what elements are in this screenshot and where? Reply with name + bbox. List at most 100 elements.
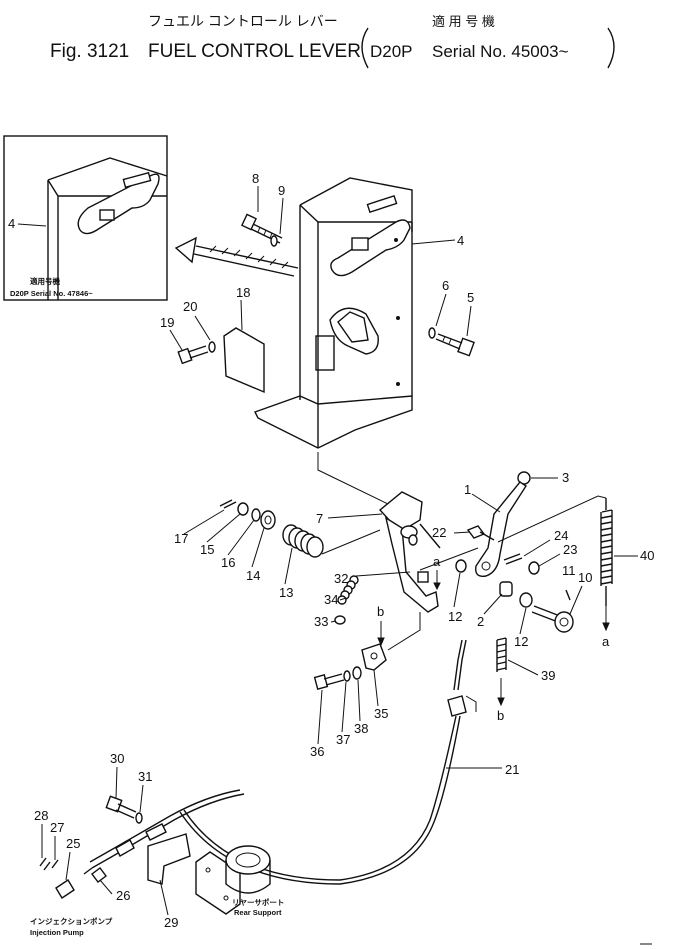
callout-16: 16 (221, 555, 235, 570)
page-title: FUEL CONTROL LEVER (148, 41, 361, 62)
pin-27 (51, 859, 59, 869)
link-32 (355, 571, 411, 577)
washer-20 (208, 341, 216, 353)
pin-28 (39, 857, 51, 871)
callout-22: 22 (432, 525, 446, 540)
callout-32: 32 (334, 571, 348, 586)
spring-39 (496, 637, 507, 672)
callout-19: 19 (160, 315, 174, 330)
header: フュエル コントロール レバー 適 用 号 機 Fig. 3121 FUEL C… (50, 13, 615, 69)
cotter-11 (565, 589, 571, 601)
injection-pump-jp: インジェクションポンプ (30, 916, 113, 926)
callout-11: 11 (562, 563, 576, 578)
pin-10 (531, 605, 574, 633)
model-label: D20P (370, 42, 413, 61)
callout-3: 3 (562, 470, 569, 485)
callout-31: 31 (138, 769, 152, 784)
inset-serial-note: D20P Serial No. 47846~ (10, 289, 93, 298)
callout-4-inset: 4 (8, 216, 15, 231)
fig-label: Fig. 3121 (50, 41, 129, 62)
callout-26: 26 (116, 888, 130, 903)
washer-16 (251, 508, 261, 522)
washer-37 (343, 670, 351, 682)
washer-9 (270, 235, 278, 247)
washer-14 (260, 510, 276, 530)
marker-b-top: b (377, 604, 384, 619)
callout-27: 27 (50, 820, 64, 835)
view-arrow (174, 236, 299, 277)
close-paren (607, 27, 615, 69)
callout-34: 34 (324, 592, 338, 607)
callout-1: 1 (464, 482, 471, 497)
callout-2: 2 (477, 614, 484, 629)
japanese-title: フュエル コントロール レバー (148, 13, 338, 29)
inset-box: 4 適用号機 D20P Serial No. 47846~ (3, 135, 168, 301)
washer-6 (428, 327, 436, 339)
callout-23: 23 (563, 542, 577, 557)
callout-20: 20 (183, 299, 197, 314)
callout-4: 4 (457, 233, 464, 248)
nut-15 (237, 502, 249, 516)
console-cover (254, 177, 413, 449)
lever-1 (475, 481, 527, 577)
inset-applicable-jp: 適用号機 (30, 276, 60, 286)
bracket-29 (147, 833, 191, 885)
callout-7: 7 (316, 511, 323, 526)
callout-39: 39 (541, 668, 555, 683)
open-paren (361, 27, 369, 69)
callout-33: 33 (314, 614, 328, 629)
callout-30: 30 (110, 751, 124, 766)
japanese-applicable: 適 用 号 機 (432, 14, 495, 29)
bolt-22 (466, 525, 486, 539)
marker-b-bottom: b (497, 708, 504, 723)
callout-40: 40 (640, 548, 654, 563)
injection-pump-label: Injection Pump (30, 928, 84, 937)
bolt-5 (435, 333, 475, 357)
console-leader (317, 452, 391, 506)
washer-12-lower (519, 592, 533, 608)
rear-support-label: Rear Support (234, 908, 282, 917)
callout-9: 9 (278, 183, 285, 198)
spring-13 (282, 524, 324, 558)
washer-31 (135, 812, 143, 824)
callout-12-upper: 12 (448, 609, 462, 624)
callout-17: 17 (174, 531, 188, 546)
cable-21 (179, 639, 477, 885)
nut-25 (55, 879, 75, 899)
callout-14: 14 (246, 568, 260, 583)
cable-end (83, 789, 245, 875)
callout-29: 29 (164, 915, 178, 930)
bracket-7 (378, 491, 441, 613)
bolt-19 (177, 345, 209, 365)
marker-a-top: a (433, 554, 441, 569)
callout-8: 8 (252, 171, 259, 186)
plate-18 (223, 327, 265, 394)
bolt-30 (105, 795, 137, 819)
bolt-36 (313, 673, 345, 690)
washer-12-upper (455, 559, 467, 573)
callout-13: 13 (279, 585, 293, 600)
callout-28: 28 (34, 808, 48, 823)
callout-24: 24 (554, 528, 568, 543)
collar-2 (499, 581, 513, 597)
callout-12-lower: 12 (514, 634, 528, 649)
callout-6: 6 (442, 278, 449, 293)
bracket-35 (361, 643, 387, 671)
callout-37: 37 (336, 732, 350, 747)
callout-21: 21 (505, 762, 519, 777)
spring-40 (600, 498, 613, 606)
callout-18: 18 (236, 285, 250, 300)
nut-33 (334, 615, 346, 625)
spring-32 (337, 575, 359, 605)
callout-10: 10 (578, 570, 592, 585)
bolt-26 (91, 867, 107, 883)
callout-36: 36 (310, 744, 324, 759)
callout-15: 15 (200, 542, 214, 557)
serial-label: Serial No. 45003~ (432, 42, 569, 61)
washer-38 (352, 666, 362, 680)
callout-35: 35 (374, 706, 388, 721)
rear-support-jp: リヤーサポート (232, 897, 284, 907)
pin-17 (219, 499, 237, 509)
marker-a-bottom: a (602, 634, 610, 649)
